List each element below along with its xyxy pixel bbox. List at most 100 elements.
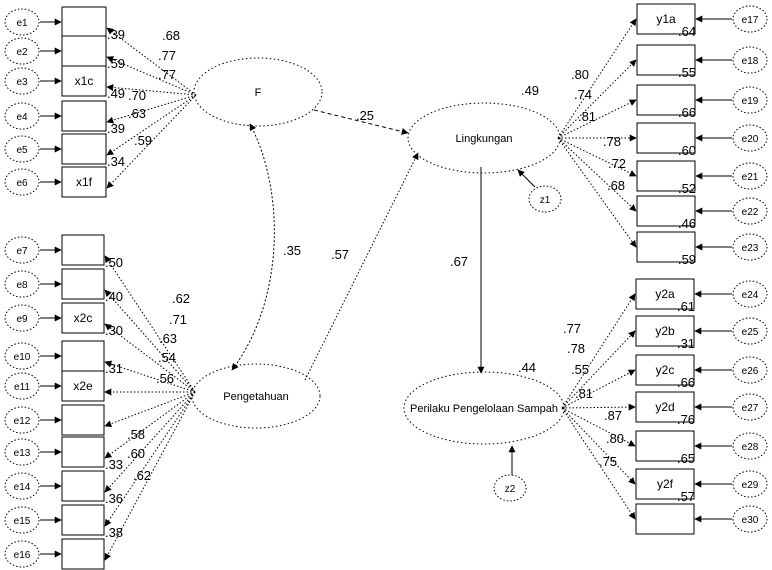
indicator-box (61, 404, 105, 436)
loading-path (557, 99, 637, 139)
loading-path (561, 330, 636, 409)
error-label: e25 (742, 327, 759, 338)
loading-value: .62 (172, 291, 190, 306)
loading-path (104, 289, 196, 393)
path-pengetahuan-lingkungan (304, 152, 419, 381)
loading-path (106, 84, 197, 96)
indicator-r2: .52 (678, 181, 696, 196)
indicator-box (636, 84, 696, 116)
error-label: e2 (16, 47, 28, 58)
indicator-box (635, 391, 695, 423)
loading-value: .71 (169, 312, 187, 327)
error-label: e16 (14, 550, 31, 561)
indicator-label: x2e (73, 379, 93, 393)
indicator-box (636, 44, 696, 76)
loading-value: .78 (603, 134, 621, 149)
error-label: e11 (14, 382, 30, 393)
error-label: e10 (14, 352, 31, 363)
indicator-r2: .36 (105, 491, 123, 506)
indicator-r2: .64 (678, 24, 696, 39)
indicator-label: x1f (76, 175, 93, 189)
disturbance-label: z1 (540, 195, 551, 206)
loading-path (561, 407, 636, 485)
latent-f (193, 57, 323, 127)
indicator-r2: .46 (678, 216, 696, 231)
error-term-e11 (4, 372, 40, 400)
indicator-box (61, 268, 105, 300)
loading-value: .58 (127, 427, 145, 442)
error-term-e8 (4, 270, 40, 298)
error-label: e5 (16, 145, 28, 156)
error-term-e5 (4, 135, 40, 163)
loading-value: .78 (567, 341, 585, 356)
indicator-box (61, 370, 105, 402)
latent-lingkungan (407, 102, 561, 174)
indicator-r2: .66 (678, 105, 696, 120)
error-term-e12 (4, 406, 40, 434)
indicator-r2: .65 (677, 451, 695, 466)
error-label: e28 (742, 442, 759, 453)
indicator-label: y2d (655, 400, 674, 414)
error-label: e12 (14, 416, 31, 427)
loading-value: .60 (127, 446, 145, 461)
error-label: e27 (742, 403, 759, 414)
error-term-e3 (4, 67, 40, 95)
indicator-box (61, 166, 107, 198)
loading-path (104, 391, 196, 459)
loading-path (104, 391, 196, 493)
loading-path (561, 407, 636, 520)
latent-label: Lingkungan (456, 133, 513, 145)
error-label: e29 (742, 480, 759, 491)
indicator-box (61, 302, 105, 334)
error-term-e1 (4, 8, 40, 36)
error-label: e17 (742, 15, 759, 26)
error-term-e22 (732, 197, 768, 225)
loading-path (106, 94, 197, 189)
error-label: e22 (742, 207, 759, 218)
indicator-box (61, 6, 107, 38)
indicator-label: y1a (656, 12, 676, 26)
loading-value: .77 (158, 67, 176, 82)
indicator-label: x1c (75, 74, 94, 88)
loading-value: .62 (133, 468, 151, 483)
error-term-e6 (4, 168, 40, 196)
error-term-e15 (4, 506, 40, 534)
loading-value: .63 (128, 106, 146, 121)
loading-path (557, 59, 637, 139)
indicator-box (61, 538, 105, 570)
error-label: e6 (16, 178, 28, 189)
indicator-box (61, 470, 105, 502)
loading-value: .54 (158, 350, 176, 365)
error-label: e9 (16, 314, 28, 325)
latent-perilaku (403, 371, 565, 445)
path-coef: .25 (356, 108, 374, 123)
indicator-r2: .61 (677, 299, 695, 314)
indicator-r2: .31 (105, 361, 123, 376)
indicator-box (635, 354, 695, 386)
loading-value: .63 (159, 331, 177, 346)
error-term-e20 (732, 124, 768, 152)
path-f-lingkungan (313, 109, 409, 135)
error-term-e23 (732, 233, 768, 261)
indicator-r2: .57 (677, 489, 695, 504)
loading-path (106, 94, 197, 156)
error-term-e14 (4, 472, 40, 500)
loading-value: .81 (575, 386, 593, 401)
indicator-r2: .34 (107, 154, 125, 169)
error-label: e20 (742, 134, 759, 145)
error-label: e21 (742, 172, 759, 183)
loading-value: .72 (608, 156, 626, 171)
error-label: e19 (742, 96, 759, 107)
loading-path (557, 137, 637, 248)
loading-value: .77 (563, 321, 581, 336)
error-term-e19 (732, 86, 768, 114)
latent-r2: .44 (518, 360, 536, 375)
indicator-box (635, 430, 695, 462)
loading-path (104, 323, 196, 393)
indicator-r2: .49 (107, 86, 125, 101)
loading-path (106, 56, 197, 96)
latent-r2: .49 (521, 83, 539, 98)
indicator-box (635, 278, 695, 310)
loading-path (561, 403, 636, 411)
indicator-r2: .38 (105, 525, 123, 540)
